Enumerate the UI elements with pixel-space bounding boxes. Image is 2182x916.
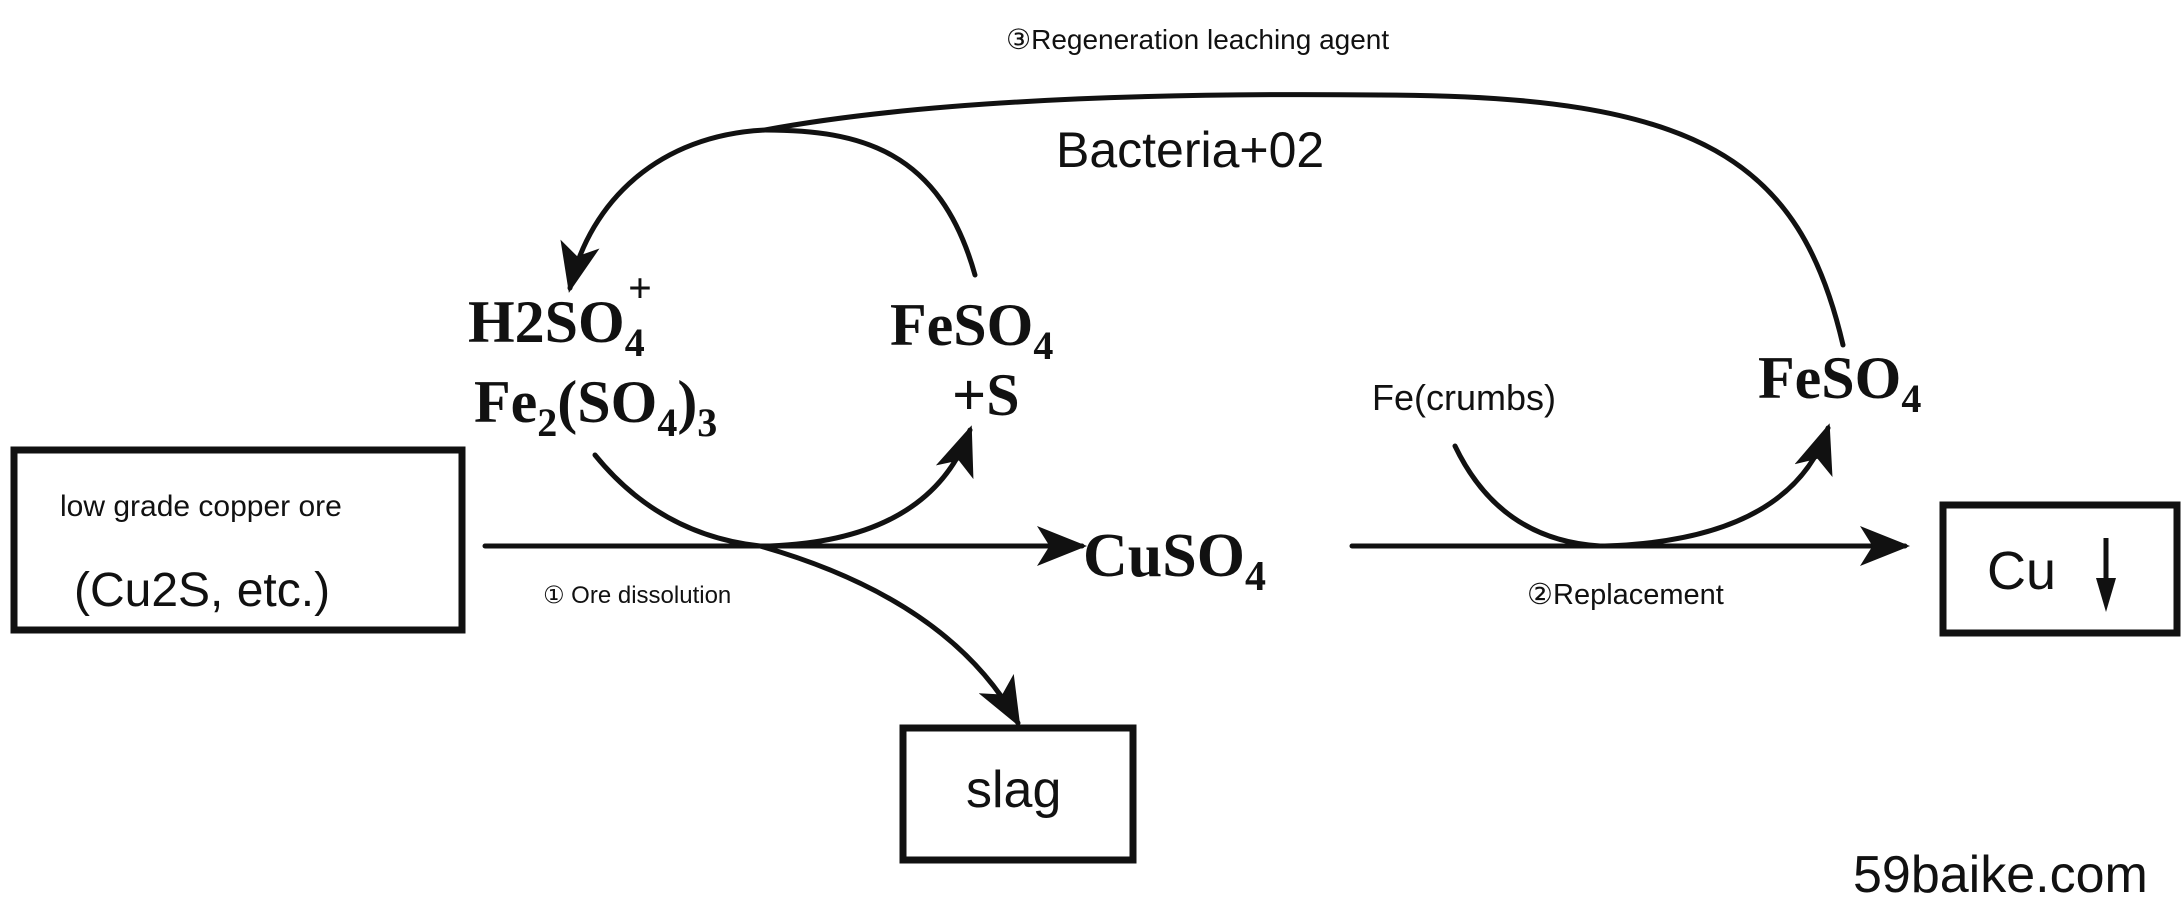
fe-crumbs-label: Fe(crumbs) [1372, 377, 1556, 418]
leach-agent-plus: + [628, 266, 652, 312]
step1-label: ① Ore dissolution [543, 582, 731, 609]
leach-agent-line2: Fe2(SO4)3 [474, 369, 717, 445]
to-feso4-right-arrow [1602, 423, 1833, 549]
regeneration-loop-curve [762, 92, 1846, 348]
step2-label: ②Replacement [1527, 579, 1724, 611]
feso4-s-to-top-curve [762, 127, 978, 278]
leach-agent-to-ore-curve [592, 452, 763, 549]
cu-box [1939, 501, 2181, 637]
cuso4-label: CuSO4 [1083, 522, 1266, 600]
watermark: 59baike.com [1853, 846, 2148, 904]
bacteria-label: Bacteria+02 [1056, 122, 1324, 178]
feso4-right-label: FeSO4 [1758, 345, 1921, 421]
ore-box [10, 446, 466, 634]
fe-crumbs-to-line-curve [1452, 443, 1603, 549]
to-slag-arrow [757, 543, 1021, 728]
ore-label-line1: low grade copper ore [60, 490, 342, 523]
step3-label: ③Regeneration leaching agent [1006, 24, 1389, 55]
feso4-s-line2: +S [952, 362, 1020, 428]
leach-agent-line1: H2SO4 [468, 289, 645, 365]
ore-label-line2: (Cu2S, etc.) [74, 564, 330, 617]
slag-label: slag [966, 761, 1061, 819]
cu-label: Cu [1987, 541, 2056, 601]
feso4-s-line1: FeSO4 [890, 292, 1053, 368]
arrow-down-icon-head [2096, 578, 2116, 612]
to-feso4-s-arrow [767, 425, 974, 549]
top-to-leach-agent-arrow [560, 127, 768, 293]
slag-box [899, 724, 1137, 864]
